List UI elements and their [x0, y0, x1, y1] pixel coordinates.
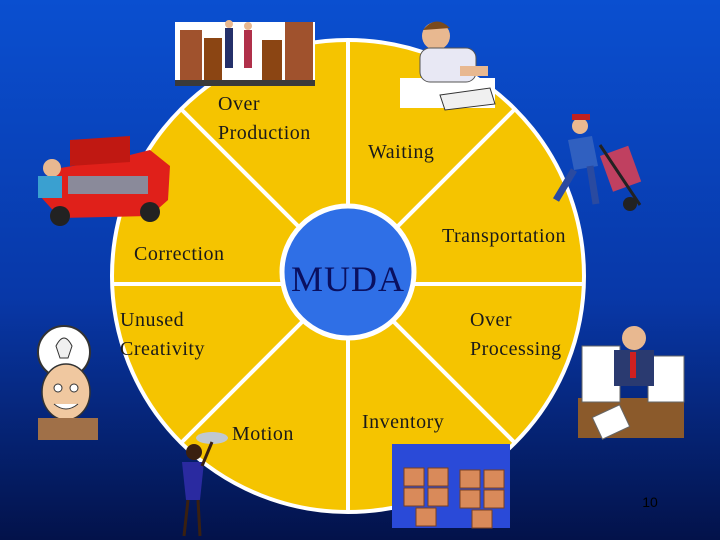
segment-label-transportation: Transportation — [442, 222, 566, 251]
unused-creativity-line-2: Creativity — [120, 338, 205, 360]
transportation-line-1: Transportation — [442, 225, 567, 247]
correction-line-1: Correction — [134, 243, 225, 265]
hub — [279, 203, 417, 341]
warehouse-boxes-icon — [175, 20, 315, 86]
motion-line-1: Motion — [232, 423, 294, 445]
over-processing-line-2: Processing — [470, 338, 562, 360]
unused-creativity-line-1: Unused — [120, 309, 185, 331]
idea-thinking-man-icon — [37, 325, 98, 440]
segment-label-over-processing: Over Processing — [470, 306, 562, 364]
segment-label-waiting: Waiting — [368, 138, 434, 167]
segment-label-unused-creativity: Unused Creativity — [120, 306, 205, 364]
car-repair-icon — [38, 136, 170, 226]
over-production-line-2: Production — [218, 122, 311, 144]
stacked-boxes-icon — [392, 444, 510, 529]
segment-label-correction: Correction — [134, 240, 225, 269]
inventory-line-1: Inventory — [362, 411, 445, 433]
waitress-icon — [182, 432, 228, 537]
segment-label-inventory: Inventory — [362, 408, 444, 437]
segment-label-over-production: Over Production — [218, 90, 311, 148]
waiting-line-1: Waiting — [368, 141, 435, 163]
page-number: 10 — [642, 494, 658, 510]
hand-truck-worker-icon — [552, 114, 642, 211]
segment-label-motion: Motion — [232, 420, 294, 449]
over-processing-line-1: Over — [470, 309, 512, 331]
center-label: MUDA — [290, 259, 405, 299]
stressed-paperwork-man-icon — [578, 326, 685, 440]
bored-worker-icon — [400, 21, 496, 111]
over-production-line-1: Over — [218, 93, 260, 115]
